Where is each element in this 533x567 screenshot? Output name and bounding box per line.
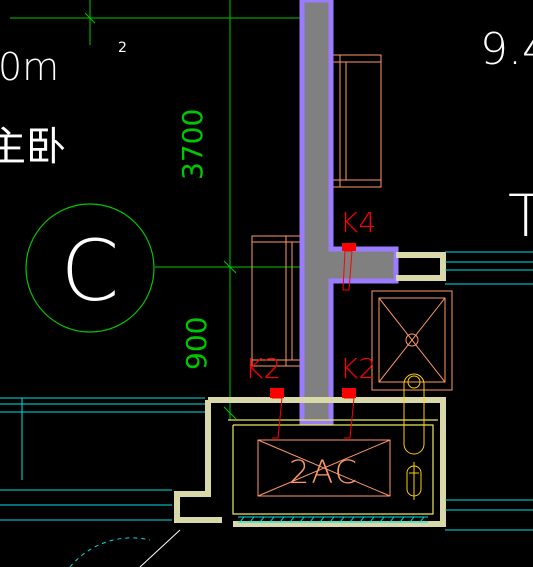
hatch-strip <box>239 516 425 523</box>
tag-k2-right-label: K2 <box>340 352 376 385</box>
floor-drain-fixture <box>371 290 453 391</box>
window-frame-lower <box>251 235 301 367</box>
grid-bubble-circle <box>25 203 155 333</box>
door-arc <box>69 537 151 567</box>
window-frame-upper <box>332 54 382 188</box>
ac-unit-box <box>257 439 391 497</box>
right-edge-letter: T <box>508 182 533 250</box>
drain-pipe-fixtures <box>403 373 425 500</box>
dimension-900: 900 <box>180 317 213 370</box>
tag-k2-left-label: K2 <box>245 352 281 385</box>
axis-marker-label: 2 <box>118 40 127 56</box>
room-fragment-label: 主卧 <box>0 124 66 170</box>
grid-bubble-label: C <box>61 222 120 320</box>
tag-markers <box>270 243 356 439</box>
wall-inner-yellow <box>228 419 438 515</box>
right-top-value: 9.4 <box>480 24 533 75</box>
dimension-3700: 3700 <box>176 109 209 180</box>
pipe-lines <box>0 251 533 531</box>
wall-outline-khaki <box>174 252 446 527</box>
tag-k4-label: K4 <box>340 206 376 239</box>
door-leaf <box>139 529 181 567</box>
area-fragment-label: 0m <box>0 45 59 89</box>
ac-unit-label: 2AC <box>289 453 359 491</box>
